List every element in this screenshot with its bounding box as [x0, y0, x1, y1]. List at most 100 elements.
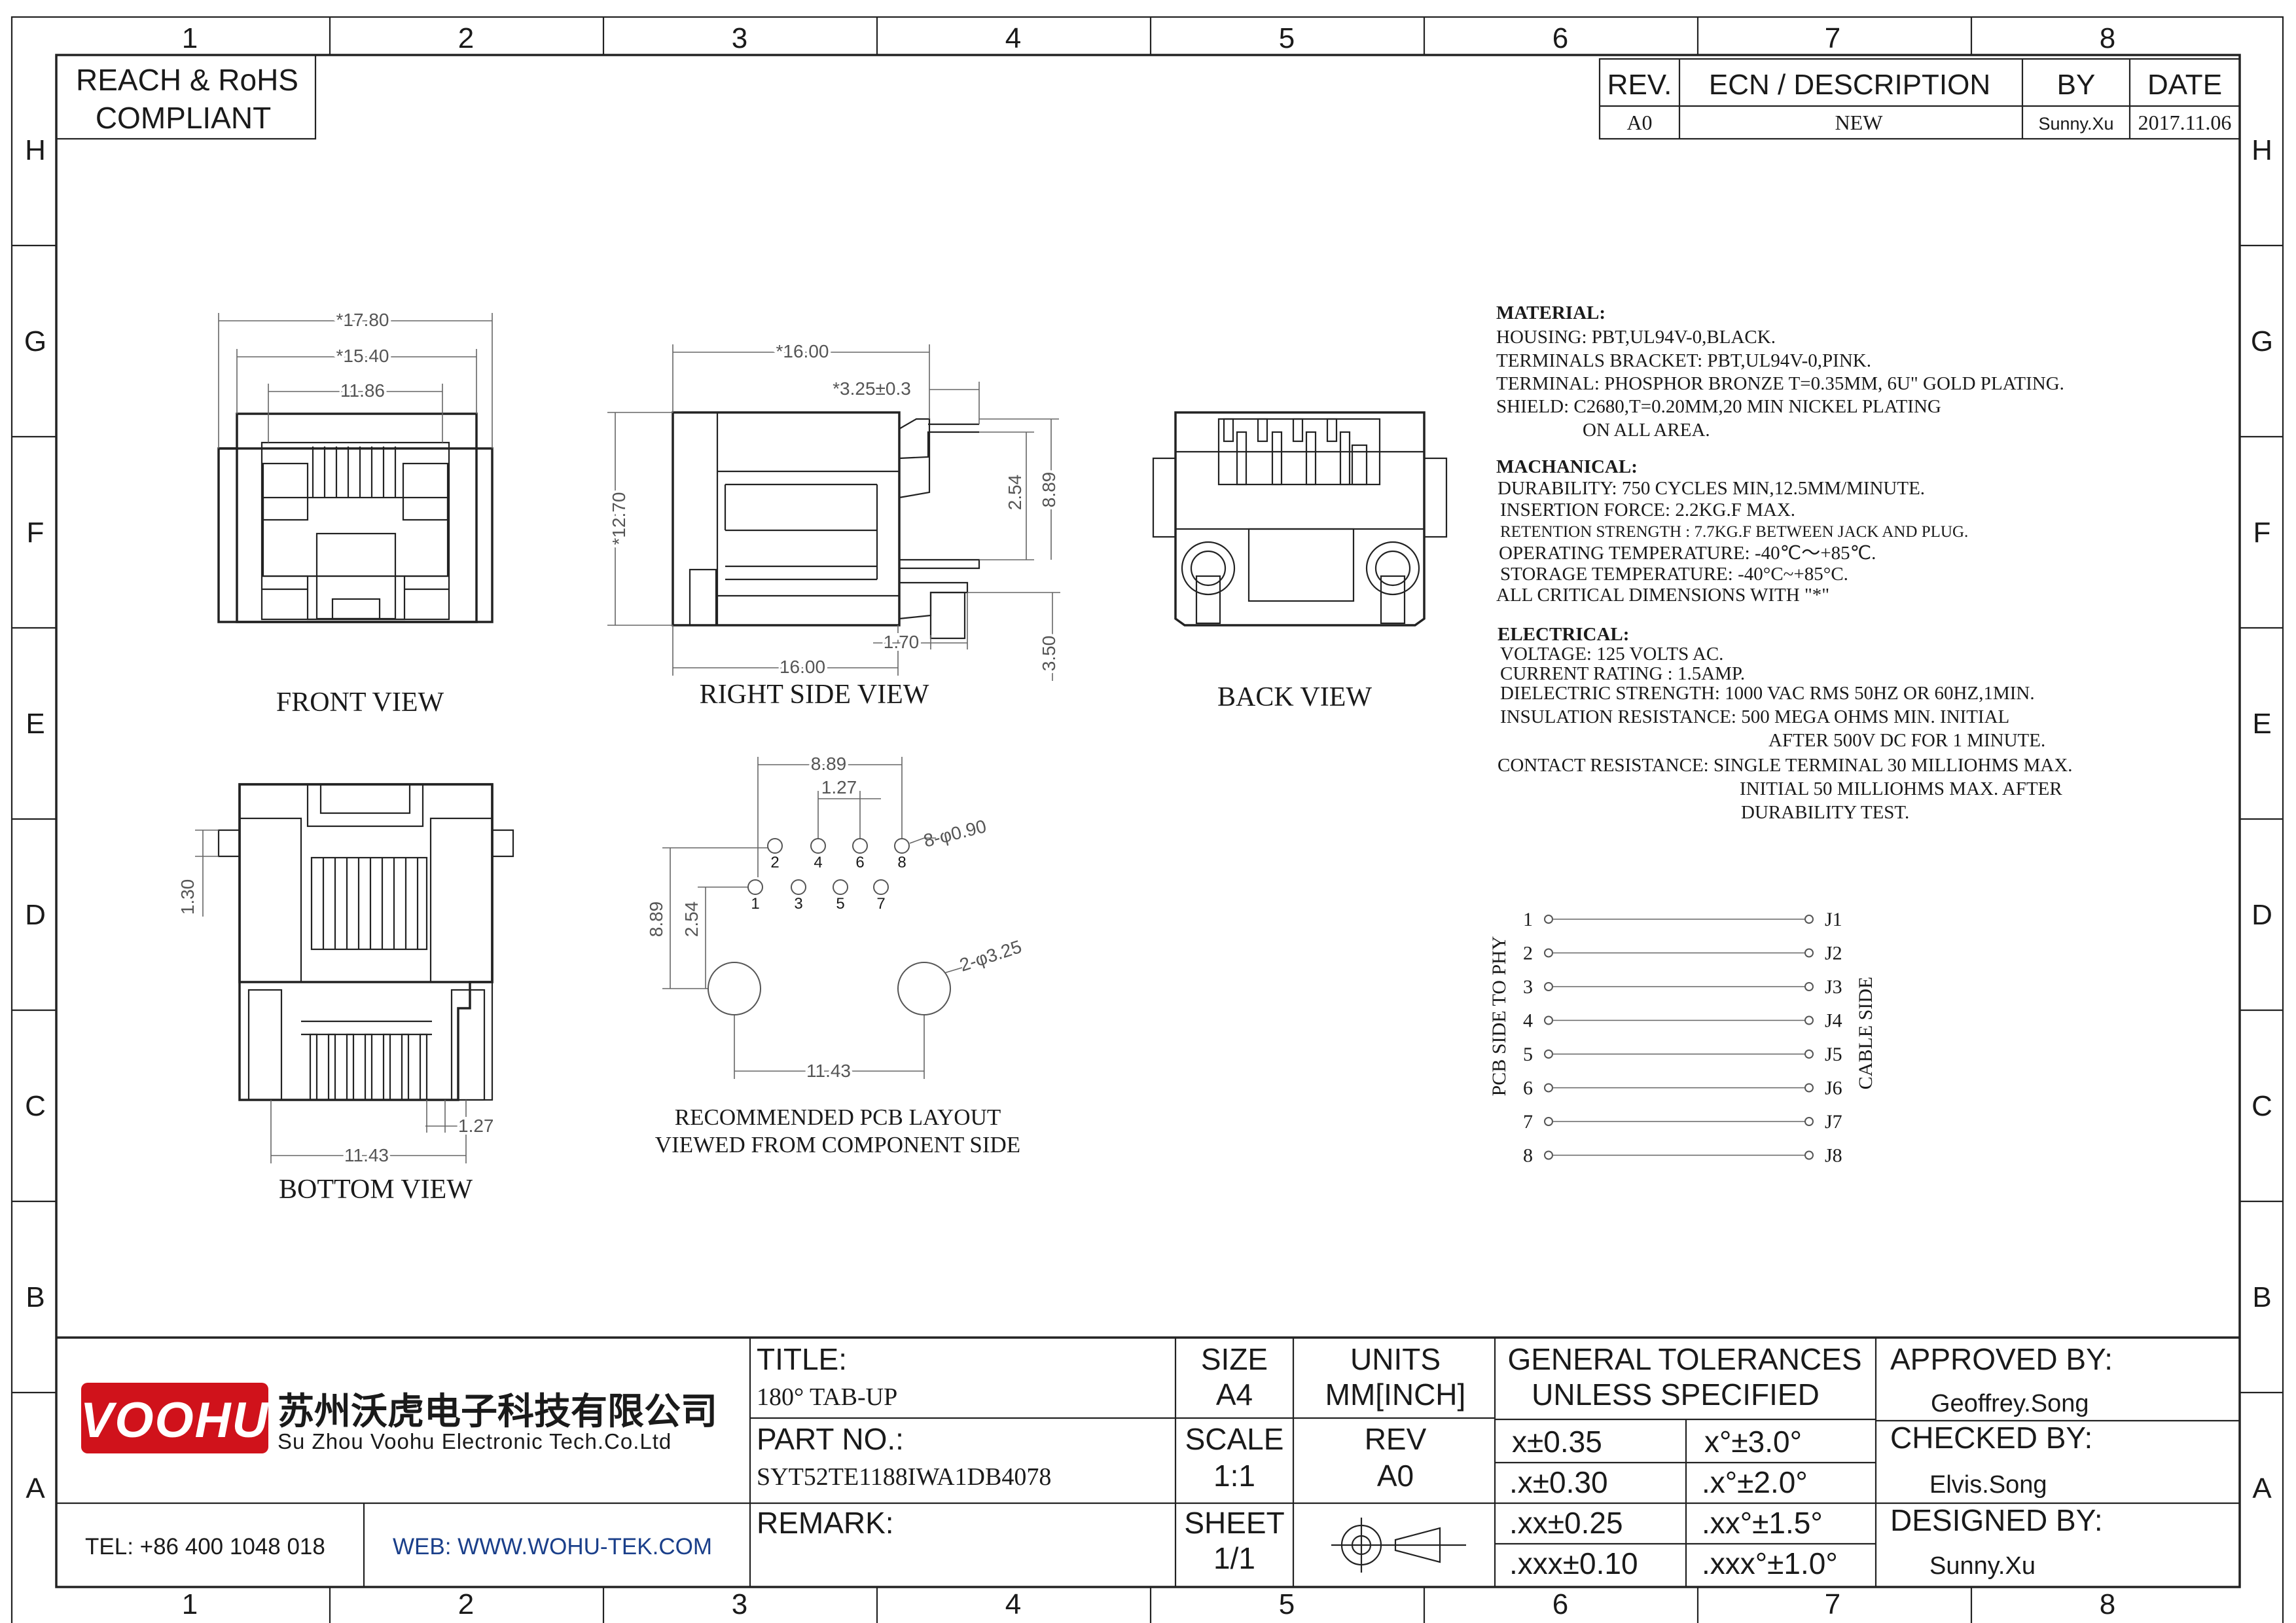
voohu-logo — [81, 1383, 268, 1453]
schematic-left-label: PCB SIDE TO PHY — [1488, 936, 1510, 1097]
pcb-dim-height: 8.89 — [646, 902, 666, 938]
company-name-cn: 苏州沃虎电子科技有限公司 — [278, 1391, 717, 1432]
grid-col-label: 4 — [1005, 1588, 1021, 1620]
pcb-hole — [767, 838, 783, 854]
pcb-pin-label: 5 — [836, 895, 844, 913]
tol-heading-2: UNLESS SPECIFIED — [1532, 1377, 1820, 1412]
grid-ticks — [12, 17, 2283, 1623]
schematic-pin-label: 3 — [1523, 976, 1533, 998]
rev-value: A0 — [1626, 111, 1652, 134]
grid-row-label: H — [25, 134, 46, 166]
schematic-pin-label: 6 — [1523, 1078, 1533, 1099]
size-value: A4 — [1216, 1377, 1253, 1412]
grid-col-label: 3 — [732, 1588, 747, 1620]
back-view: BACK VIEW — [1152, 411, 1448, 712]
rs-dim-off: 1.70 — [884, 632, 920, 652]
sheet-label: SHEET — [1184, 1506, 1284, 1540]
tol-angular: .x°±2.0° — [1702, 1465, 1808, 1499]
date-value: 2017.11.06 — [2138, 111, 2232, 134]
schematic-node — [1544, 982, 1553, 991]
pcb-hole — [873, 879, 889, 895]
grid-row-label: C — [2251, 1090, 2272, 1122]
spec-line: INSERTION FORCE: 2.2KG.F MAX. — [1500, 500, 1795, 520]
front-view-title: FRONT VIEW — [276, 687, 444, 718]
tol-linear: .xxx±0.10 — [1509, 1546, 1638, 1580]
revision-table: REV. ECN / DESCRIPTION BY DATE A0 NEW Su… — [1598, 58, 2241, 140]
schematic-node — [1544, 948, 1553, 958]
pcb-pin-label: 2 — [770, 854, 779, 871]
front-view: *17.80 *15.40 11.86 FRONT VIEW — [217, 307, 493, 718]
spec-line: INSULATION RESISTANCE: 500 MEGA OHMS MIN… — [1500, 706, 2009, 727]
grid-col-label: 6 — [1552, 22, 1568, 54]
grid-row-label: A — [2252, 1472, 2272, 1504]
schematic-node — [1544, 1049, 1553, 1059]
pcb-layout: 2 4 6 8 1 3 5 7 8.89 1.27 8-φ0.90 8.89 2… — [646, 751, 1024, 1158]
bottom-view-title: BOTTOM VIEW — [279, 1175, 473, 1205]
tol-angular: x°±3.0° — [1704, 1425, 1802, 1459]
compliance-line2: COMPLIANT — [96, 101, 271, 135]
bottom-dim-pitch: 1.27 — [458, 1116, 494, 1136]
spec-electrical-heading: ELECTRICAL: — [1498, 624, 1629, 645]
checked-label: CHECKED BY: — [1890, 1421, 2092, 1455]
right-side-view: *16.00 *3.25±0.3 *12.70 2.54 8.89 1.70 1… — [606, 338, 1062, 710]
scale-label: SCALE — [1185, 1422, 1284, 1456]
spec-line: TERMINAL: PHOSPHOR BRONZE T=0.35MM, 6U" … — [1496, 373, 2064, 394]
schematic-node — [1544, 915, 1553, 924]
pcb-dim-row: 2.54 — [681, 902, 702, 938]
spec-line: DIELECTRIC STRENGTH: 1000 VAC RMS 50HZ O… — [1500, 683, 2035, 704]
company-name-en: Su Zhou Voohu Electronic Tech.Co.Ltd — [278, 1429, 672, 1453]
specifications: MATERIAL: HOUSING: PBT,UL94V-0,BLACK. TE… — [1496, 302, 2073, 823]
by-header: BY — [2057, 69, 2096, 101]
inner-border — [55, 54, 2241, 1588]
part-label: PART NO.: — [757, 1422, 904, 1456]
grid-col-label: 5 — [1279, 1588, 1295, 1620]
grid-row-label: E — [2252, 708, 2271, 740]
pcb-title-line1: RECOMMENDED PCB LAYOUT — [675, 1104, 1001, 1130]
rs-dim-span: 8.89 — [1039, 472, 1059, 508]
rs-dim-height: *12.70 — [609, 492, 629, 545]
spec-mechanical-heading: MACHANICAL: — [1496, 456, 1638, 477]
grid-col-label: 2 — [458, 22, 474, 54]
pcb-hole — [810, 838, 826, 854]
approved-value: Geoffrey.Song — [1931, 1390, 2089, 1417]
rs-dim-leg: 3.50 — [1039, 636, 1059, 672]
grid-row-label: B — [26, 1281, 45, 1313]
designed-label: DESIGNED BY: — [1890, 1503, 2103, 1537]
schematic-node — [1544, 1117, 1553, 1126]
front-dim-overall: *17.80 — [336, 310, 389, 330]
schematic-jack-label: J5 — [1825, 1044, 1842, 1065]
spec-line: ALL CRITICAL DIMENSIONS WITH "*" — [1496, 585, 1829, 606]
spec-line: STORAGE TEMPERATURE: -40°C~+85°C. — [1500, 564, 1848, 585]
spec-line: CONTACT RESISTANCE: SINGLE TERMINAL 30 M… — [1498, 755, 2073, 776]
grid-row-label: D — [2251, 899, 2272, 931]
title-block: VOOHU 苏州沃虎电子科技有限公司 Su Zhou Voohu Electro… — [56, 1336, 2240, 1587]
schematic-jack-label: J7 — [1825, 1111, 1842, 1133]
tel: TEL: +86 400 1048 018 — [85, 1534, 325, 1559]
spec-line: SHIELD: C2680,T=0.20MM,20 MIN NICKEL PLA… — [1496, 396, 1941, 417]
tol-angular: .xxx°±1.0° — [1702, 1546, 1838, 1580]
pcb-hole — [747, 879, 763, 895]
sheet-value: 1/1 — [1213, 1541, 1255, 1575]
grid-row-label: G — [24, 325, 46, 357]
rs-dim-top: *16.00 — [776, 341, 829, 361]
grid-col-label: 6 — [1552, 1588, 1568, 1620]
schematic-node — [1804, 982, 1814, 991]
spec-line: ON ALL AREA. — [1583, 420, 1710, 441]
schematic-node — [1804, 915, 1814, 924]
date-header: DATE — [2147, 69, 2222, 101]
rs-dim-tab: *3.25±0.3 — [833, 378, 911, 399]
schematic-right-label: CABLE SIDE — [1855, 977, 1876, 1090]
size-label: SIZE — [1201, 1342, 1268, 1376]
compliance-line1: REACH & RoHS — [76, 63, 298, 97]
spec-line: CURRENT RATING : 1.5AMP. — [1500, 663, 1745, 684]
grid-row-label: B — [2252, 1281, 2271, 1313]
